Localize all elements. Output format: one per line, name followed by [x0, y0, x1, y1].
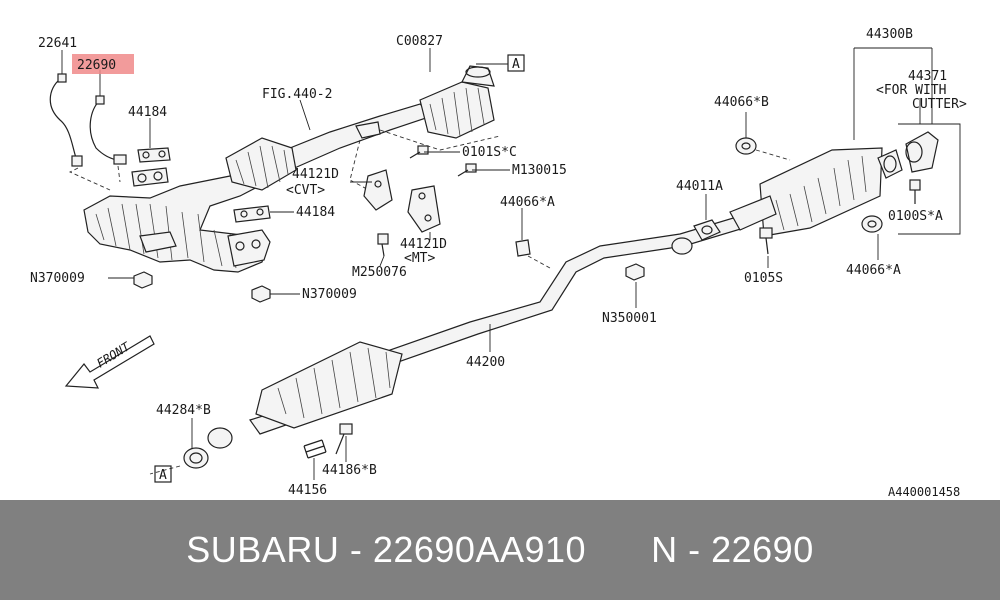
label-44184-upper[interactable]: 44184 — [128, 105, 167, 120]
rubber-mount-44066B[interactable] — [735, 137, 791, 161]
bracket-44121D-cvt[interactable] — [363, 169, 393, 211]
footer-bar: SUBARU - 22690AA910 N - 22690 — [0, 500, 1000, 600]
label-44121D-mt[interactable]: 44121D — [400, 237, 447, 252]
nut-N350001[interactable] — [625, 263, 645, 281]
bolt-0101S[interactable] — [409, 145, 429, 159]
marker-a-top-label: A — [512, 57, 520, 72]
label-44156[interactable]: 44156 — [288, 483, 327, 498]
label-44371[interactable]: 44371 — [908, 69, 947, 84]
marker-a-bottom: A — [154, 465, 172, 483]
front-label: FRONT — [94, 339, 133, 370]
bolt-M130015[interactable] — [457, 163, 477, 177]
label-44300B[interactable]: 44300B — [866, 27, 913, 42]
gasket-44284B[interactable] — [183, 447, 209, 469]
bolt-44186B[interactable] — [335, 423, 353, 455]
marker-a-top: A — [507, 54, 525, 72]
label-44011A[interactable]: 44011A — [676, 179, 723, 194]
label-mt: <MT> — [404, 251, 435, 266]
highlight-22690 — [72, 54, 134, 74]
exhaust-system-drawing: FRONT A A 22641 22690 C00827 FIG.440-2 4… — [30, 27, 967, 499]
brand-separator: - — [349, 529, 363, 570]
n-number: 22690 — [711, 529, 814, 570]
catalytic-converter-front[interactable] — [419, 65, 495, 139]
label-fig-440-2[interactable]: FIG.440-2 — [262, 87, 332, 102]
bracket-44121D-mt[interactable] — [407, 185, 441, 233]
label-44200[interactable]: 44200 — [466, 355, 505, 370]
nut-N370009-right[interactable] — [251, 285, 271, 303]
label-N370009-left[interactable]: N370009 — [30, 271, 85, 286]
label-44066A-center[interactable]: 44066*A — [500, 195, 555, 210]
bolt-M250076[interactable] — [377, 233, 389, 257]
label-0105S[interactable]: 0105S — [744, 271, 783, 286]
label-44066A-rear[interactable]: 44066*A — [846, 263, 901, 278]
footer-part-info: SUBARU - 22690AA910 N - 22690 — [186, 529, 813, 571]
label-44184-lower[interactable]: 44184 — [296, 205, 335, 220]
label-44186B[interactable]: 44186*B — [322, 463, 377, 478]
label-0100S-A[interactable]: 0100S*A — [888, 209, 943, 224]
bolt-0105S[interactable] — [759, 227, 773, 255]
spring-44156[interactable] — [303, 439, 327, 459]
rubber-mount-44066A-rear[interactable] — [861, 215, 883, 233]
label-cutter: CUTTER> — [912, 97, 967, 112]
reference-number: A440001458 — [888, 485, 960, 499]
front-exhaust-pipe-assembly[interactable] — [83, 103, 434, 273]
label-44066B[interactable]: 44066*B — [714, 95, 769, 110]
front-direction-arrow: FRONT — [64, 335, 155, 389]
label-N370009-right[interactable]: N370009 — [302, 287, 357, 302]
label-cvt: <CVT> — [286, 183, 325, 198]
label-0101S-C[interactable]: 0101S*C — [462, 145, 517, 160]
marker-a-bottom-label: A — [159, 468, 167, 483]
oxygen-sensor-22690[interactable] — [89, 95, 127, 165]
gasket-44184-upper[interactable] — [131, 147, 171, 187]
label-N350001[interactable]: N350001 — [602, 311, 657, 326]
label-for-with: <FOR WITH — [876, 83, 946, 98]
label-22690[interactable]: 22690 — [77, 58, 116, 73]
label-M130015[interactable]: M130015 — [512, 163, 567, 178]
parts-diagram: FRONT A A 22641 22690 C00827 FIG.440-2 4… — [30, 27, 967, 499]
n-prefix: N — [651, 529, 678, 570]
gasket-44011A[interactable] — [671, 219, 721, 255]
brand-name: SUBARU — [186, 529, 340, 570]
label-44121D-cvt[interactable]: 44121D — [292, 167, 339, 182]
cutter-44371[interactable] — [905, 131, 939, 173]
label-22641[interactable]: 22641 — [38, 36, 77, 51]
n-separator: - — [688, 529, 701, 570]
label-44284B[interactable]: 44284*B — [156, 403, 211, 418]
gasket-44184-lower[interactable] — [233, 205, 271, 223]
oxygen-sensor-22641[interactable] — [49, 73, 83, 167]
center-exhaust-pipe-44200[interactable] — [249, 215, 745, 435]
label-C00827[interactable]: C00827 — [396, 34, 443, 49]
bolt-0100S[interactable] — [909, 179, 921, 204]
rubber-mount-44066A-center[interactable] — [515, 239, 551, 269]
label-M250076[interactable]: M250076 — [352, 265, 407, 280]
part-number: 22690AA910 — [372, 529, 587, 570]
nut-N370009-left[interactable] — [133, 271, 153, 289]
